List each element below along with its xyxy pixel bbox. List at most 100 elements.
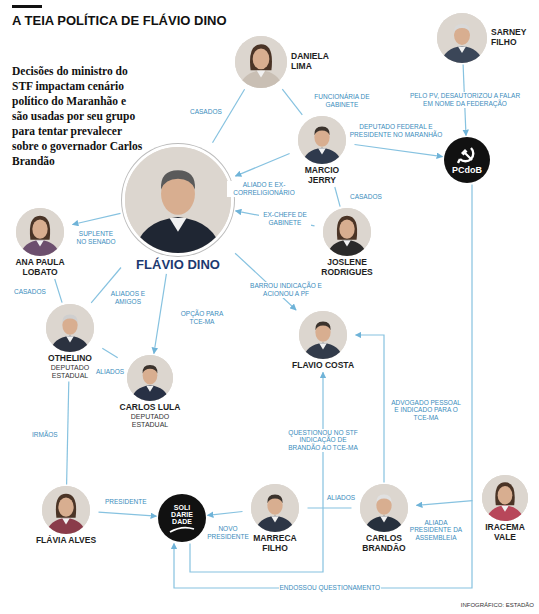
torso: [486, 505, 525, 521]
connector: [282, 89, 302, 115]
edge-label: PRESIDENTE: [104, 498, 148, 506]
party-swoosh: [168, 526, 196, 533]
connector: [356, 335, 385, 483]
head: [339, 220, 354, 239]
edge-label: ALIADA PRESIDENTE DA ASSEMBLEIA: [407, 519, 465, 542]
party-logo: SOLI DARIE DADE: [158, 494, 206, 542]
portrait-figure: [437, 13, 487, 63]
portrait-photo: [122, 144, 234, 256]
person-name: FLÁVIO DINO: [122, 258, 234, 272]
collar: [36, 240, 44, 246]
person-node: OTHELINODEPUTADO ESTADUAL: [39, 304, 101, 380]
connector: [235, 154, 289, 177]
hair: [314, 127, 329, 136]
person-name: CARLOS LULA: [119, 403, 181, 413]
torso: [441, 46, 483, 63]
portrait-photo: [323, 208, 371, 256]
collar: [458, 47, 466, 54]
edge-label-holder: IRMÃOS: [31, 431, 59, 439]
connector: [335, 187, 340, 207]
edge-label-holder: ALIADOS E AMIGOS: [107, 290, 149, 306]
sickle-handle: [458, 159, 460, 163]
edge-label: BARROU INDICAÇÃO E ACIONOU A PF: [249, 282, 323, 298]
hair: [267, 495, 282, 504]
person-name: CARLOS BRANDÃO: [353, 534, 415, 554]
connector: [190, 372, 323, 572]
collar: [319, 343, 327, 349]
edge-label-holder: ALIADO E EX-CORRELIGIONÁRIO: [227, 181, 301, 197]
hair: [250, 44, 272, 70]
connector: [236, 211, 315, 226]
name-block: SARNEY FILHO: [491, 28, 535, 48]
hammer-handle: [465, 153, 472, 160]
torso: [20, 240, 60, 256]
edge-label: EX-CHEFE DE GABINETE: [259, 211, 311, 227]
edge-label: QUESTIONOU NO STF INDICAÇÃO DE BRANDÃO A…: [287, 429, 359, 452]
head: [498, 486, 513, 504]
head: [58, 498, 73, 517]
hair: [495, 482, 514, 505]
person-node: IRACEMA VALE: [474, 475, 536, 543]
collar: [380, 516, 388, 522]
caption-holder: Decisões do ministro do STF impactam cen…: [12, 64, 144, 169]
edge-label: CASADOS: [349, 193, 383, 201]
party-name: SOLI DARIE DADE: [168, 504, 196, 525]
hair: [161, 170, 195, 189]
portrait-photo: [235, 36, 287, 88]
edge-label: NOVO PRESIDENTE: [205, 525, 251, 541]
edge-label-holder: CASADOS: [349, 193, 383, 201]
torso: [239, 70, 283, 88]
collar: [501, 506, 508, 512]
head: [267, 496, 282, 515]
edge-label-holder: ADVOGADO PESSOAL E INDICADO PARA O TCE-M…: [388, 399, 464, 422]
portrait-figure: [127, 355, 173, 401]
edge-label: ADVOGADO PESSOAL E INDICADO PARA O TCE-M…: [388, 399, 464, 422]
connector: [154, 274, 167, 354]
person-name: SARNEY FILHO: [491, 28, 535, 48]
portrait-figure: [360, 484, 408, 532]
edge-label: CASADOS: [13, 288, 47, 296]
person-name: JOSLENE RODRIGUES: [316, 258, 378, 278]
connector: [102, 348, 117, 358]
edge-label-holder: EX-CHEFE DE GABINETE: [259, 211, 311, 227]
portrait-figure: [46, 304, 94, 352]
edge-label: ALIADO E EX-CORRELIGIONÁRIO: [227, 181, 301, 197]
portrait-figure: [299, 311, 347, 359]
head: [253, 48, 270, 69]
edge-label-holder: BARROU INDICAÇÃO E ACIONOU A PF: [249, 282, 323, 298]
person-role: DEPUTADO ESTADUAL: [119, 413, 181, 429]
head: [315, 323, 330, 342]
edge-label: ALIADOS E AMIGOS: [107, 290, 149, 306]
hair: [337, 216, 357, 240]
torso: [46, 518, 86, 534]
torso: [131, 385, 170, 401]
edge-label-holder: OPÇÃO PARA TCE-MA: [178, 310, 226, 326]
collar: [343, 240, 351, 246]
hammer-sickle: [457, 145, 477, 165]
portrait-photo: [251, 484, 299, 532]
person-node: DANIELA LIMA: [235, 36, 351, 88]
portrait-figure: [125, 147, 231, 253]
head: [143, 366, 158, 384]
edge-label-holder: PRESIDENTE: [104, 498, 148, 506]
person-node: SARNEY FILHO: [437, 13, 535, 63]
torso: [302, 148, 342, 164]
edge-label: ALIADOS: [326, 494, 356, 502]
head: [62, 316, 77, 335]
sickle: [460, 148, 473, 161]
collar: [146, 386, 153, 392]
connector: [308, 507, 352, 508]
edge-label-holder: SUPLENTE NO SENADO: [73, 230, 119, 246]
person-node: CARLOS LULADEPUTADO ESTADUAL: [119, 355, 181, 429]
title-rule: [12, 5, 42, 8]
connector: [208, 512, 243, 516]
portrait-figure: [251, 484, 299, 532]
person-node: CARLOS BRANDÃO: [353, 484, 415, 554]
portrait-photo: [482, 475, 528, 521]
connector: [213, 89, 245, 142]
person-node: FLAVIO COSTA: [292, 311, 354, 371]
collar: [318, 148, 326, 154]
edge-label: DEPUTADO FEDERAL E PRESIDENTE NO MARANHÃ…: [346, 123, 446, 139]
hair: [56, 494, 76, 518]
edge-label-holder: ALIADOS: [326, 494, 356, 502]
